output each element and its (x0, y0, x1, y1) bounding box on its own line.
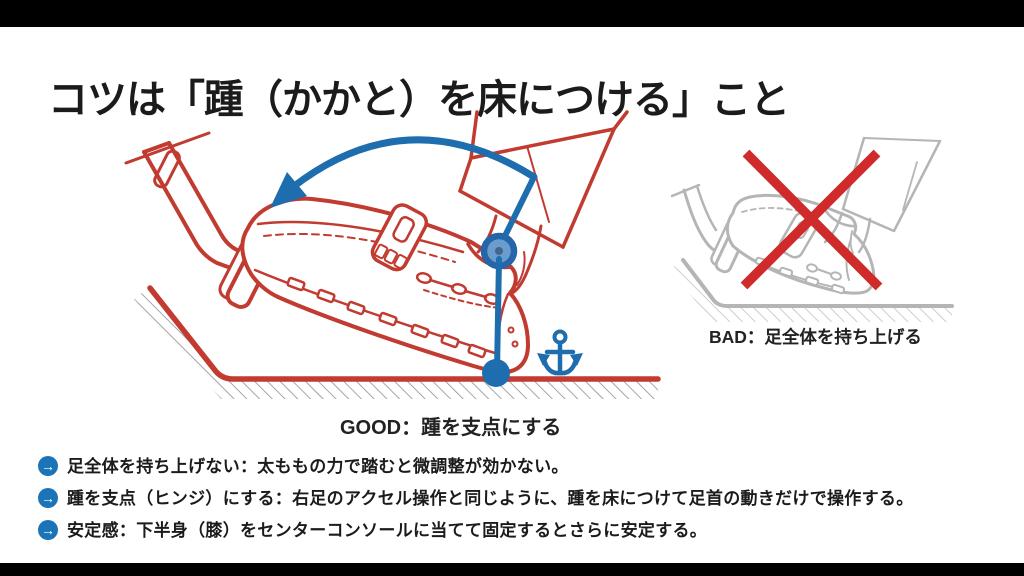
arrow-right-circle-icon: → (38, 456, 58, 476)
note-text: 安定感：下半身（膝）をセンターコンソールに当てて固定するとさらに安定する。 (67, 521, 708, 540)
shoe (240, 196, 530, 375)
letterbox-bottom-bar (0, 563, 1024, 576)
notes-list: → 足全体を持ち上げない：太ももの力で踏むと微調整が効かない。 → 踵を支点（ヒ… (38, 455, 914, 542)
arrow-right-circle-icon: → (38, 520, 58, 540)
penny-strap (370, 203, 429, 272)
bad-floor (670, 258, 954, 322)
bad-caption: BAD：足全体を持ち上げる (709, 327, 922, 347)
bad-leg (823, 136, 942, 254)
list-item: → 踵を支点（ヒンジ）にする：右足のアクセル操作と同じように、踵を床につけて足首… (38, 487, 914, 510)
note-text: 踵を支点（ヒンジ）にする：右足のアクセル操作と同じように、踵を床につけて足首の動… (67, 489, 914, 508)
bad-illustration (670, 136, 954, 322)
floor (134, 285, 661, 399)
sole-treads (286, 276, 487, 359)
cross-mark (740, 149, 883, 291)
list-item: → 足全体を持ち上げない：太ももの力で踏むと微調整が効かない。 (38, 455, 914, 478)
letterbox-top-bar (0, 0, 1024, 27)
page-title: コツは「踵（かかと）を床につける」こと (48, 77, 790, 122)
heel-pivot-dot (482, 359, 510, 387)
good-illustration (124, 110, 661, 399)
rotation-arrow (270, 136, 538, 208)
note-text: 足全体を持ち上げない：太ももの力で踏むと微調整が効かない。 (67, 457, 569, 476)
anchor-icon (537, 329, 583, 376)
pivot-annotation (480, 176, 536, 387)
list-item: → 安定感：下半身（膝）をセンターコンソールに当てて固定するとさらに安定する。 (38, 519, 914, 542)
good-caption: GOOD：踵を支点にする (340, 417, 562, 439)
arrow-right-circle-icon: → (38, 488, 58, 508)
